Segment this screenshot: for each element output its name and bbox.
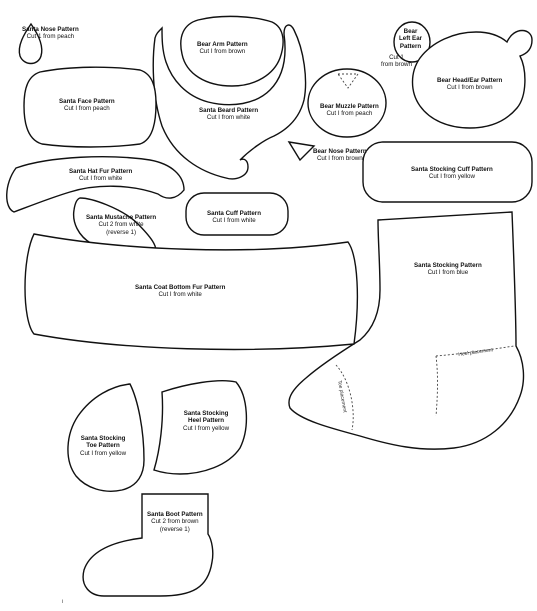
santa-stocking-toe-shape: [67, 383, 145, 492]
santa-stocking-cuff-shape: [362, 141, 533, 203]
bear-arm-note: Cut I from brown: [199, 48, 246, 56]
santa-hat-fur-title: Santa Hat Fur Pattern: [69, 168, 133, 175]
bear-left-ear-note-1: Cut 1: [389, 54, 404, 61]
santa-stocking-toe-title-2: Toe Pattern: [86, 442, 120, 450]
bear-head-ear-title: Bear Head/Ear Pattern: [437, 77, 503, 84]
santa-stocking-title: Santa Stocking Pattern: [414, 262, 482, 269]
bear-nose-note: Cut I from brown: [316, 155, 363, 163]
santa-stocking-heel-title-1: Santa Stocking: [183, 410, 229, 417]
santa-stocking-cuff-note: Cut I from yellow: [428, 173, 475, 181]
santa-cuff-label: Santa Cuff Pattern Cut I from white: [207, 210, 261, 225]
bear-arm-shape: [180, 15, 284, 87]
santa-boot-label: Santa Boot Pattern Cut 2 from brown (rev…: [147, 511, 203, 533]
santa-nose-shape: [18, 22, 43, 65]
santa-hat-fur-note: Cut I from white: [78, 175, 123, 183]
santa-stocking-cuff-label: Santa Stocking Cuff Pattern Cut I from y…: [411, 166, 493, 181]
santa-stocking-toe-title-1: Santa Stocking: [80, 435, 126, 442]
bear-nose-title: Bear Nose Pattern: [313, 148, 367, 155]
bear-left-ear-note-2: from brown: [381, 61, 412, 69]
bear-muzzle-nose-guide: [337, 73, 359, 89]
santa-cuff-note: Cut I from white: [212, 217, 256, 225]
santa-face-label: Santa Face Pattern Cut I from peach: [59, 98, 115, 113]
bear-muzzle-note: Cut I from peach: [326, 110, 373, 118]
santa-beard-shape: [152, 24, 307, 180]
bear-head-ear-shape: [411, 29, 533, 129]
bear-left-ear-shape: [393, 21, 431, 63]
bear-left-ear-title-2: Left Ear: [399, 35, 423, 43]
santa-face-title: Santa Face Pattern: [59, 98, 115, 105]
santa-hat-fur-shape: [6, 156, 185, 213]
santa-face-note: Cut I from peach: [63, 105, 110, 113]
santa-stocking-label: Santa Stocking Pattern Cut I from blue: [414, 262, 482, 277]
santa-stocking-cuff-title: Santa Stocking Cuff Pattern: [411, 166, 493, 173]
bear-nose-label: Bear Nose Pattern Cut I from brown: [313, 148, 367, 163]
santa-beard-label: Santa Beard Pattern Cut I from white: [199, 107, 258, 122]
bear-nose-shape: [287, 141, 316, 162]
santa-boot-note-2: (reverse 1): [159, 525, 190, 533]
bear-left-ear-title-1: Bear: [403, 28, 418, 35]
santa-stocking-heel-title-2: Heel Pattern: [187, 417, 225, 425]
santa-cuff-title: Santa Cuff Pattern: [207, 210, 261, 217]
santa-coat-bottom-fur-title: Santa Coat Bottom Fur Pattern: [135, 284, 226, 291]
santa-nose-label: Santa Nose Pattern Cut 1 from peach: [22, 26, 79, 41]
bear-left-ear-note: Cut 1 from brown: [381, 54, 412, 69]
santa-stocking-toe-note: Cut I from yellow: [80, 449, 127, 457]
santa-nose-title: Santa Nose Pattern: [22, 26, 79, 33]
santa-nose-note: Cut 1 from peach: [26, 33, 75, 41]
santa-boot-shape: [82, 493, 214, 597]
santa-face-shape: [23, 66, 157, 148]
bear-head-ear-label: Bear Head/Ear Pattern Cut I from brown: [437, 77, 502, 92]
santa-beard-note: Cut I from white: [206, 114, 251, 122]
bear-muzzle-title: Bear Muzzle Pattern: [320, 103, 379, 110]
santa-stocking-heel-label: Santa Stocking Heel Pattern Cut I from y…: [183, 410, 229, 432]
santa-stocking-heel-note: Cut I from yellow: [183, 424, 230, 432]
santa-mustache-note-2: (reverse 1): [106, 228, 137, 236]
santa-stocking-heel-shape: [153, 380, 248, 475]
santa-stocking-toe-label: Santa Stocking Toe Pattern Cut I from ye…: [80, 435, 126, 457]
santa-coat-bottom-fur-label: Santa Coat Bottom Fur Pattern Cut I from…: [135, 284, 225, 299]
toe-placement-curve: [335, 364, 354, 431]
bear-arm-title: Bear Arm Pattern: [197, 41, 248, 48]
santa-hat-fur-label: Santa Hat Fur Pattern Cut I from white: [69, 168, 132, 183]
bear-head-ear-note: Cut I from brown: [446, 84, 493, 92]
santa-cuff-shape: [185, 192, 289, 236]
bear-arm-label: Bear Arm Pattern Cut I from brown: [197, 41, 248, 56]
bear-left-ear-label: Bear Left Ear Pattern: [399, 28, 422, 50]
santa-mustache-title: Santa Mustache Pattern: [86, 214, 157, 221]
santa-stocking-note: Cut I from blue: [427, 269, 469, 277]
footer-mark: i: [62, 599, 64, 605]
santa-coat-bottom-fur-note: Cut I from white: [158, 291, 202, 299]
santa-beard-title: Santa Beard Pattern: [199, 107, 259, 114]
bear-left-ear-title-3: Pattern: [399, 42, 422, 50]
heel-placement-curve: [435, 355, 438, 417]
bear-muzzle-shape: [307, 68, 387, 138]
santa-coat-bottom-fur-shape: [24, 233, 359, 351]
santa-mustache-label: Santa Mustache Pattern Cut 2 from white …: [86, 214, 156, 236]
santa-stocking-shape: [288, 211, 525, 450]
santa-boot-note-1: Cut 2 from brown: [151, 518, 199, 526]
santa-mustache-note-1: Cut 2 from white: [98, 221, 144, 229]
bear-muzzle-label: Bear Muzzle Pattern Cut I from peach: [320, 103, 379, 118]
santa-boot-title: Santa Boot Pattern: [147, 511, 203, 518]
